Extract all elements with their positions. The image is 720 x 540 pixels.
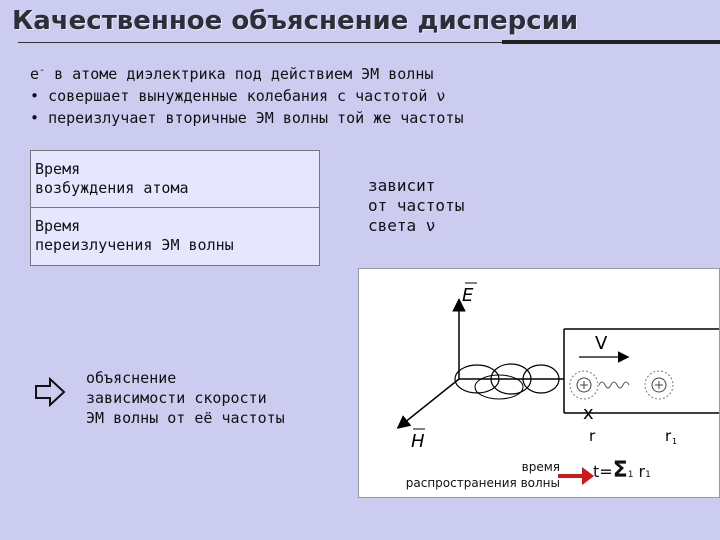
bullet-1-text: совершает вынужденные колебания с частот… xyxy=(48,87,446,105)
outline-arrow-icon xyxy=(35,377,66,407)
r-label: r xyxy=(589,427,596,445)
e-label: E xyxy=(462,285,474,306)
bullet-2-text: переизлучает вторичные ЭМ волны той же ч… xyxy=(48,109,464,127)
propagation-time-label: время распространения волны xyxy=(405,460,560,490)
explanation-text: объяснение зависимости скорости ЭМ волны… xyxy=(86,369,285,427)
atom-1 xyxy=(569,370,599,400)
x-label: x xyxy=(583,403,594,424)
spring-icon xyxy=(598,381,630,389)
intro-text: e- в атоме диэлектрика под действием ЭМ … xyxy=(30,60,463,129)
wave-diagram: E H V x r r 1 xyxy=(396,282,719,452)
wave-lobe xyxy=(522,364,560,394)
atom-1-nucleus xyxy=(576,377,592,393)
intro-bullet-2: • переизлучает вторичные ЭМ волны той же… xyxy=(30,107,463,129)
formula-prefix: t= xyxy=(593,462,613,481)
wave-lobe xyxy=(454,364,500,394)
intro-line-1: e- в атоме диэлектрика под действием ЭМ … xyxy=(30,60,463,85)
wave-propagation-figure: E H V x r r 1 xyxy=(358,268,720,498)
formula-subscript-1: 1 xyxy=(627,470,634,480)
time-formula: t=Σ1 r1 xyxy=(593,458,651,483)
intro-bullet-1: • совершает вынужденные колебания с част… xyxy=(30,85,463,107)
sigma-symbol: Σ xyxy=(612,458,628,483)
time-boxes: Время возбуждения атома Время переизлуче… xyxy=(30,150,320,266)
title-underline-accent xyxy=(502,40,720,44)
box-divider xyxy=(31,207,319,208)
red-arrow-icon xyxy=(558,467,594,485)
atom-2-nucleus xyxy=(651,377,667,393)
wave-lobe xyxy=(474,374,524,400)
r1-label: r xyxy=(665,427,672,445)
electron-charge: - xyxy=(39,65,46,76)
electron-symbol: e xyxy=(30,65,40,83)
bullet-marker: • xyxy=(30,109,40,127)
slide-title: Качественное объяснение дисперсии xyxy=(12,6,579,36)
wave-lobe xyxy=(490,363,532,395)
r1-subscript: 1 xyxy=(672,437,677,446)
formula-r: r xyxy=(633,462,646,481)
intro-line-1-text: в атоме диэлектрика под действием ЭМ вол… xyxy=(45,65,434,83)
title-underline xyxy=(18,42,502,43)
h-label: H xyxy=(411,431,425,452)
bullet-marker: • xyxy=(30,87,40,105)
formula-subscript-2: 1 xyxy=(645,470,651,480)
h-field-axis xyxy=(396,378,460,429)
excitation-time-box: Время возбуждения атома xyxy=(35,160,189,197)
depends-on-frequency-text: зависит от частоты света ν xyxy=(368,176,465,235)
atom-2 xyxy=(644,370,674,400)
reemission-time-box: Время переизлучения ЭМ волны xyxy=(35,217,234,254)
v-label: V xyxy=(595,333,608,354)
